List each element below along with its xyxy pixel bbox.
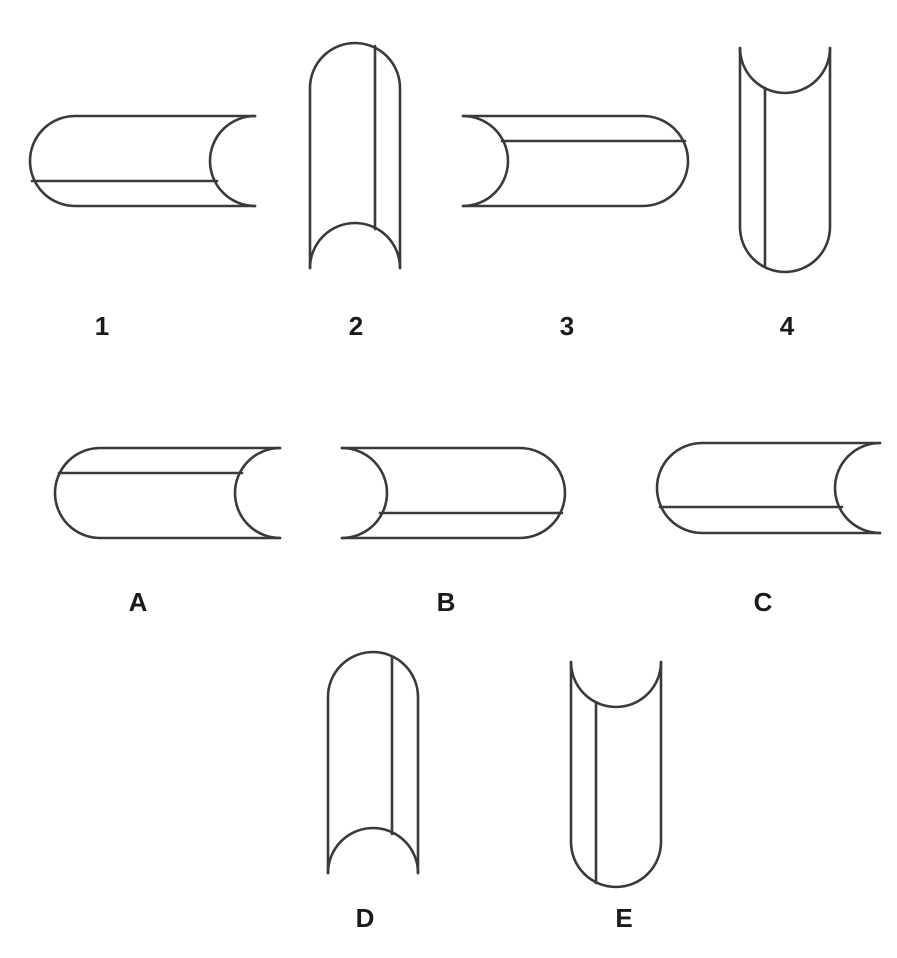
figure-3-label: 3 bbox=[560, 311, 574, 341]
option-e-label: E bbox=[615, 903, 632, 933]
figure-4-label: 4 bbox=[780, 311, 795, 341]
figure-2-label: 2 bbox=[349, 311, 363, 341]
option-d-shape[interactable] bbox=[326, 650, 420, 875]
figure-1-label: 1 bbox=[95, 311, 109, 341]
option-c-shape[interactable] bbox=[655, 441, 882, 535]
option-d-label: D bbox=[356, 903, 375, 933]
figure-4-shape bbox=[738, 46, 832, 274]
option-a-shape[interactable] bbox=[53, 446, 282, 540]
option-e-shape[interactable] bbox=[569, 660, 663, 889]
figure-1-shape bbox=[28, 114, 257, 208]
option-c-label: C bbox=[754, 587, 773, 617]
figure-3-shape bbox=[461, 114, 690, 208]
option-a-label: A bbox=[129, 587, 148, 617]
figure-2-shape bbox=[308, 41, 402, 270]
option-b-label: B bbox=[437, 587, 456, 617]
option-b-shape[interactable] bbox=[340, 446, 567, 540]
